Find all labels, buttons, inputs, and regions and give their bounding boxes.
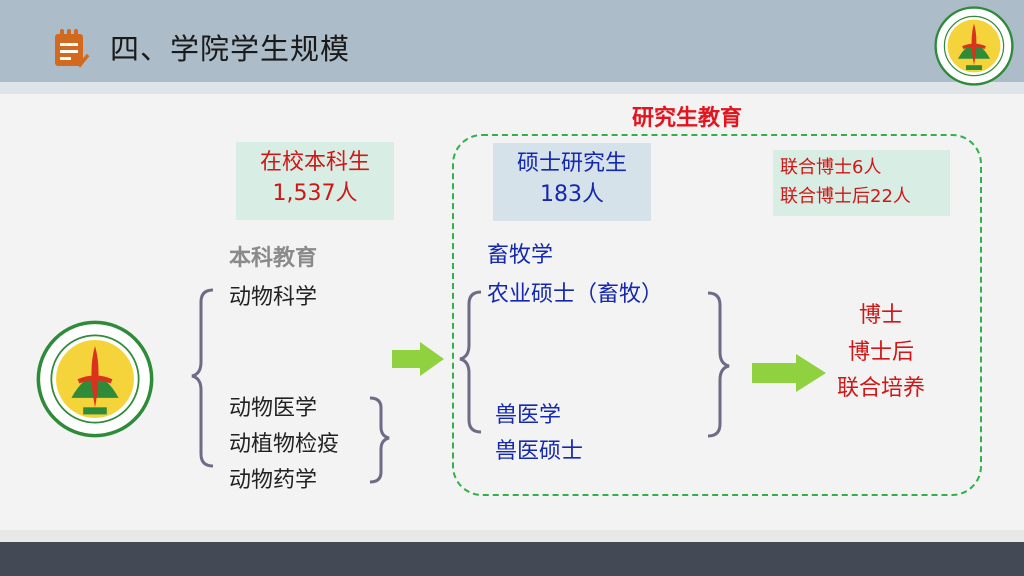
college-logo [934, 6, 1014, 86]
undergraduate-count-box: 在校本科生 1,537人 [236, 142, 394, 220]
list-item: 动物科学 [229, 285, 318, 310]
joint-doctoral-count: 联合博士6人 [780, 157, 882, 178]
list-item: 兽医学 [495, 403, 562, 428]
list-item: 动植物检疫 [229, 432, 340, 457]
graduate-section-title: 研究生教育 [632, 106, 743, 131]
notepad-icon [55, 29, 90, 68]
list-item: 兽医硕士 [495, 439, 584, 464]
joint-doctoral-box: 联合博士6人 联合博士后22人 [773, 150, 950, 216]
arrow-right-icon [392, 342, 444, 376]
masters-count: 183人 [540, 182, 604, 207]
undergraduate-heading: 本科教育 [229, 246, 318, 271]
footer-divider [0, 530, 1024, 542]
page-title: 四、学院学生规模 [110, 32, 351, 66]
right-brace-icon [369, 396, 390, 484]
header-bar [0, 0, 1024, 82]
left-brace-icon [191, 288, 214, 468]
graduate-education-frame [452, 134, 982, 496]
list-item: 动物药学 [229, 468, 318, 493]
masters-count-box: 硕士研究生 183人 [493, 143, 651, 221]
joint-postdoc-count: 联合博士后22人 [780, 186, 911, 207]
list-item: 农业硕士（畜牧） [487, 282, 664, 307]
right-brace-icon [707, 291, 730, 438]
list-item: 联合培养 [836, 376, 925, 401]
undergraduate-label: 在校本科生 [259, 150, 370, 175]
list-item: 博士 [858, 303, 903, 328]
left-brace-icon [459, 290, 482, 434]
college-logo [36, 320, 154, 438]
list-item: 动物医学 [229, 396, 318, 421]
header-divider [0, 82, 1024, 94]
footer-bar [0, 542, 1024, 576]
masters-label: 硕士研究生 [516, 151, 627, 176]
list-item: 畜牧学 [487, 243, 554, 268]
arrow-right-icon [752, 354, 826, 392]
list-item: 博士后 [847, 340, 914, 365]
undergraduate-count: 1,537人 [272, 181, 358, 206]
